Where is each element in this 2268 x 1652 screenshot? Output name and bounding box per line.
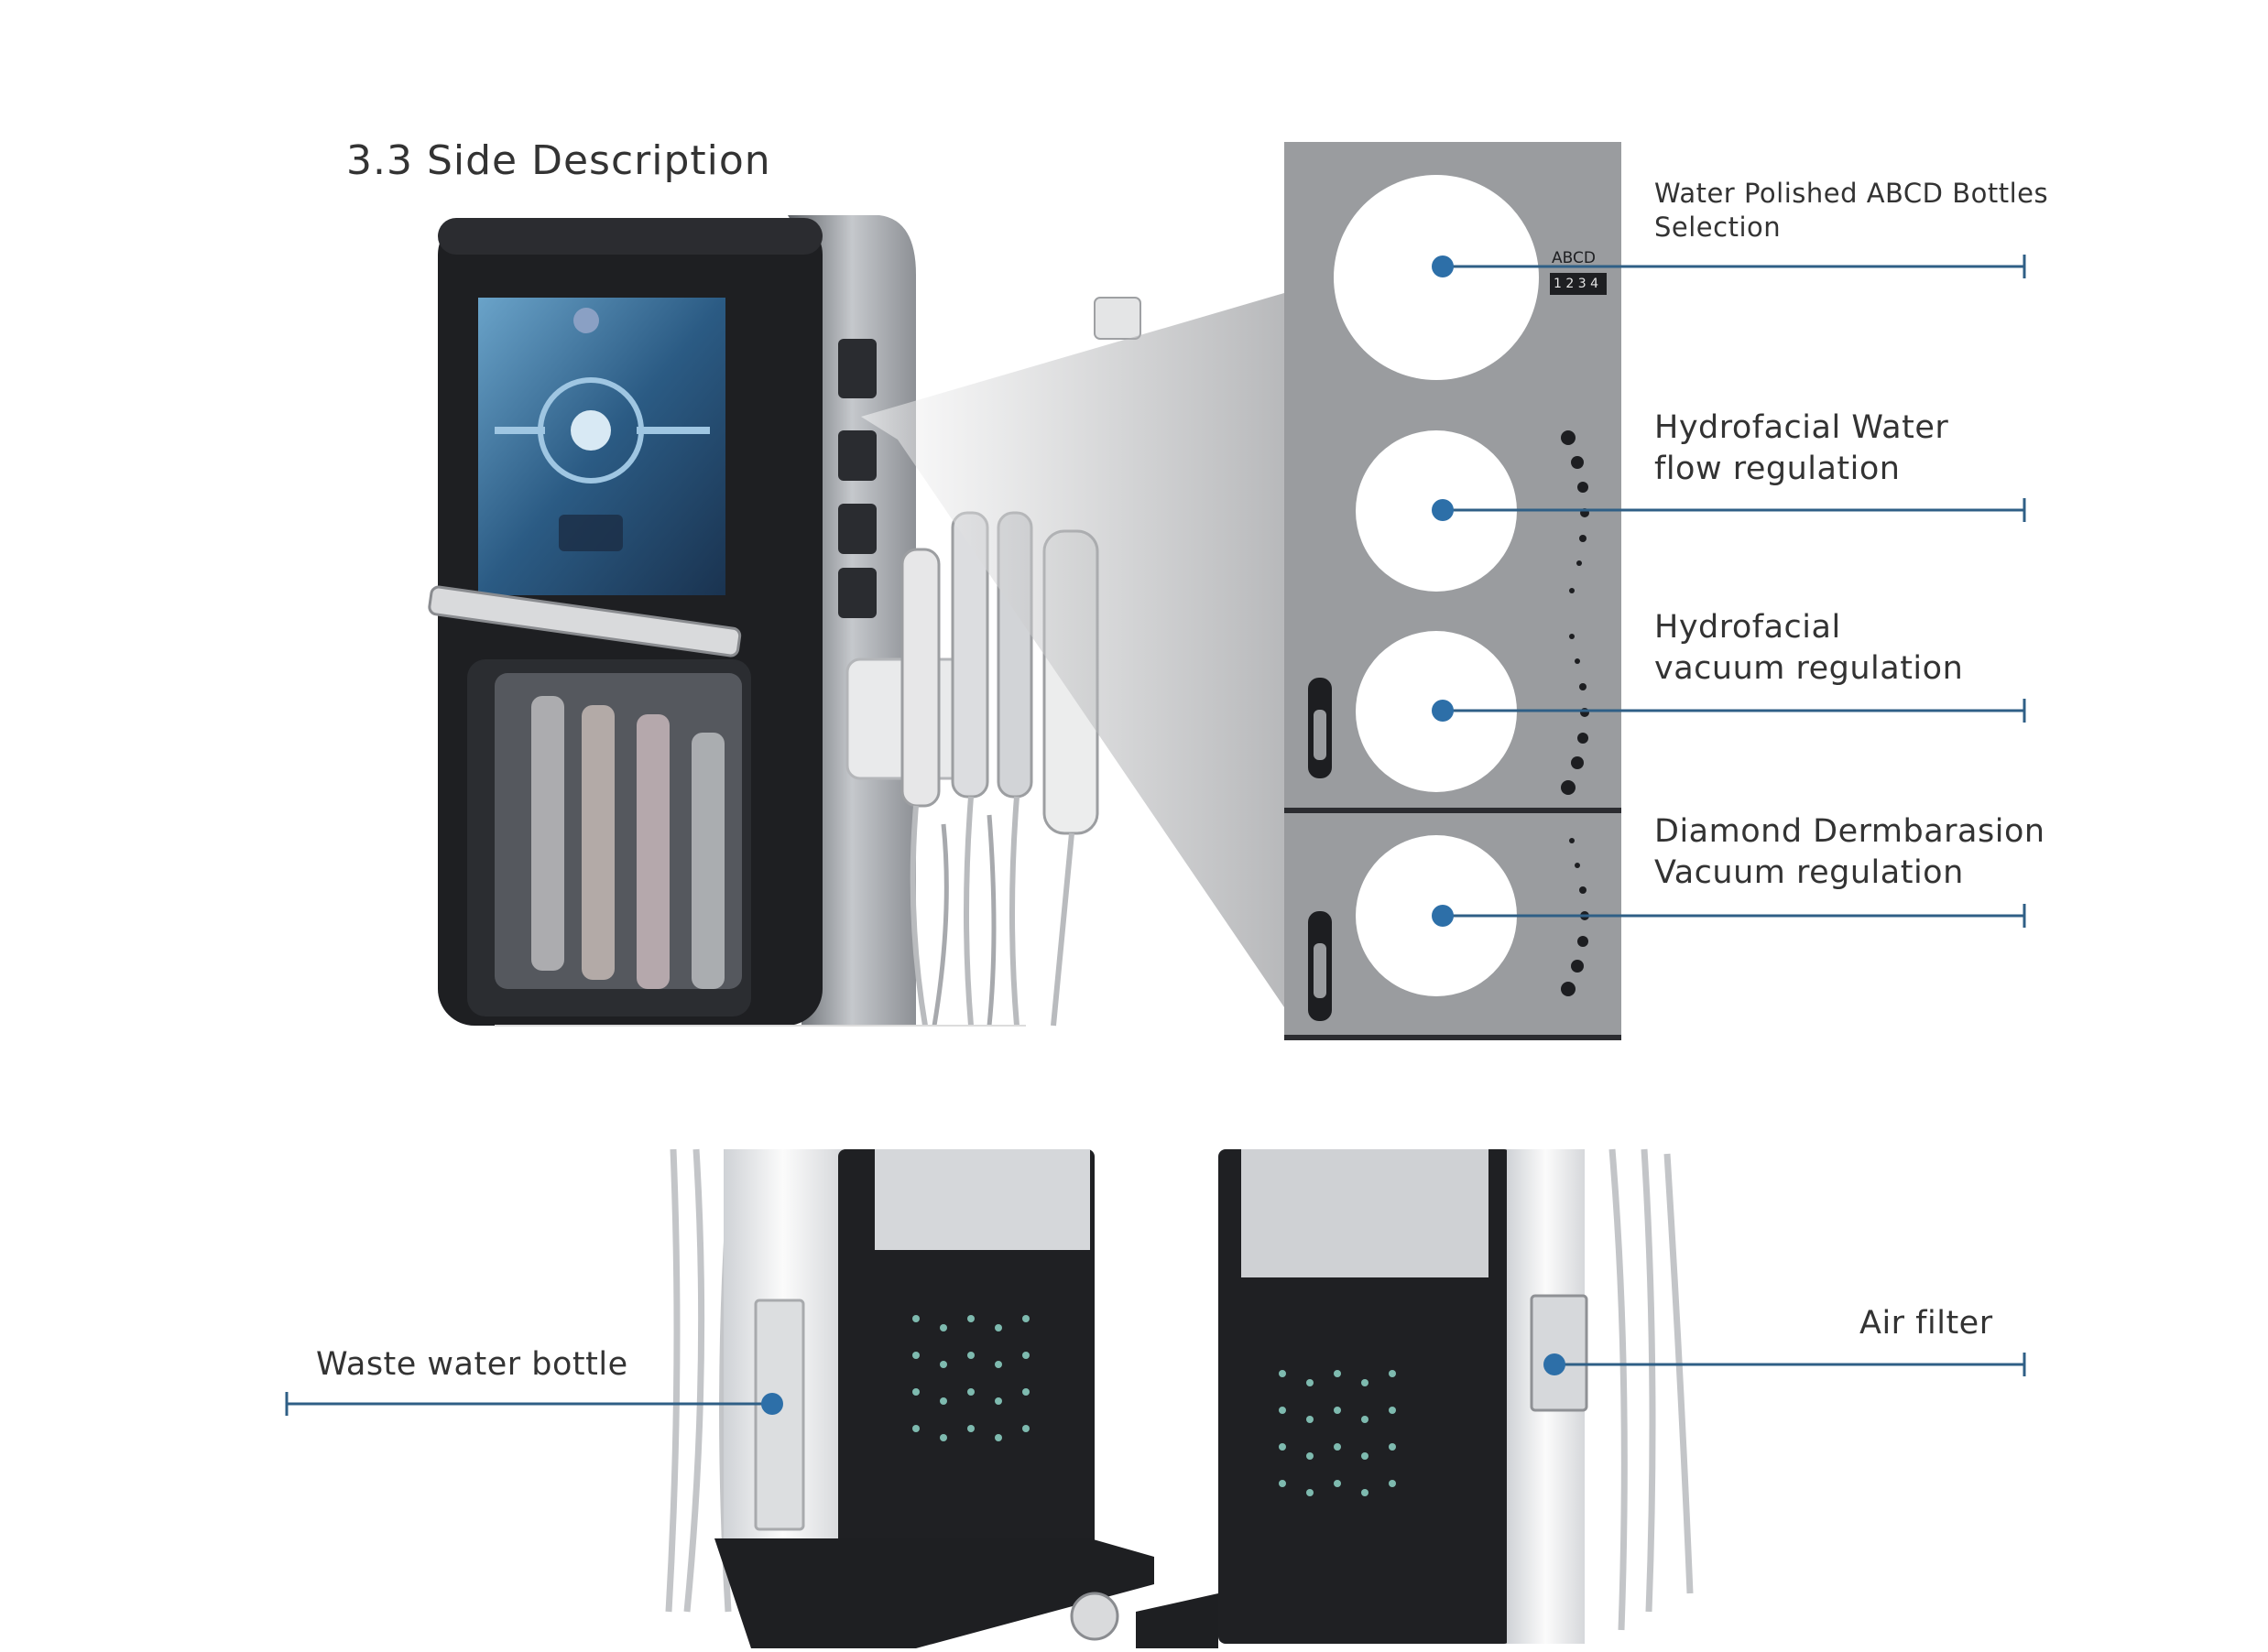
rear-view-left [665,1148,1154,1648]
callout-water-flow: Hydrofacial Water flow regulation [1654,408,1948,490]
callout-bottle-selection: Water Polished ABCD Bottles Selection [1654,177,2048,245]
callout-hydrofacial-vacuum: Hydrofacial vacuum regulation [1654,607,1963,690]
callout-line1: Diamond Dermbarasion [1654,813,2045,850]
callout-line1: Hydrofacial Water [1654,409,1949,446]
callout-line2: vacuum regulation [1654,650,1964,687]
rear-view-right [1136,1148,1694,1648]
vial-icon [1308,911,1332,1021]
dot-scale [1561,430,1589,996]
callout-line2: Vacuum regulation [1654,854,1964,891]
callout-lines [1432,255,2026,928]
panel-label-numbers: 1 2 3 4 [1554,277,1598,291]
callout-line1: Hydrofacial [1654,609,1841,646]
callout-line2: flow regulation [1654,451,1901,487]
callout-line2: Selection [1654,212,1782,243]
zoom-panel [1284,142,1621,1040]
callout-air-filter: Air filter [1859,1305,1993,1342]
main-device [428,215,1141,1027]
callout-waste-water-bottle: Waste water bottle [316,1346,628,1383]
section-title: 3.3 Side Description [346,137,771,184]
zoom-beam [861,293,1284,1007]
vial-icon [1308,678,1332,778]
callout-line1: Water Polished ABCD Bottles [1654,178,2049,209]
knob-bottle-selection [1334,175,1539,380]
panel-label-abcd: ABCD [1552,249,1596,267]
bottom-callout-lines [285,1353,2026,1416]
callout-diamond-vacuum: Diamond Dermbarasion Vacuum regulation [1654,811,2045,894]
